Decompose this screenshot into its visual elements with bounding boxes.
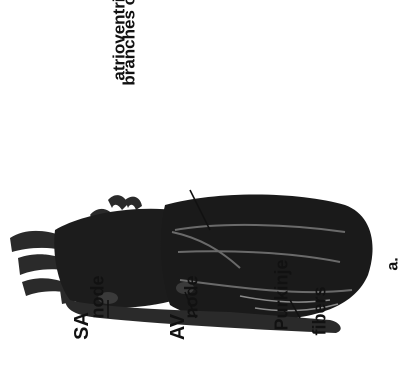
label-bundle-line2: atrioventricular bundle <box>110 0 127 80</box>
label-purkinje-line2: fibers <box>310 286 328 335</box>
label-sa-node-line2: node <box>88 275 106 318</box>
label-purkinje-line1: Purkinje <box>272 259 290 330</box>
label-av-node-line2: node <box>182 275 200 318</box>
panel-letter: a. <box>385 257 401 270</box>
